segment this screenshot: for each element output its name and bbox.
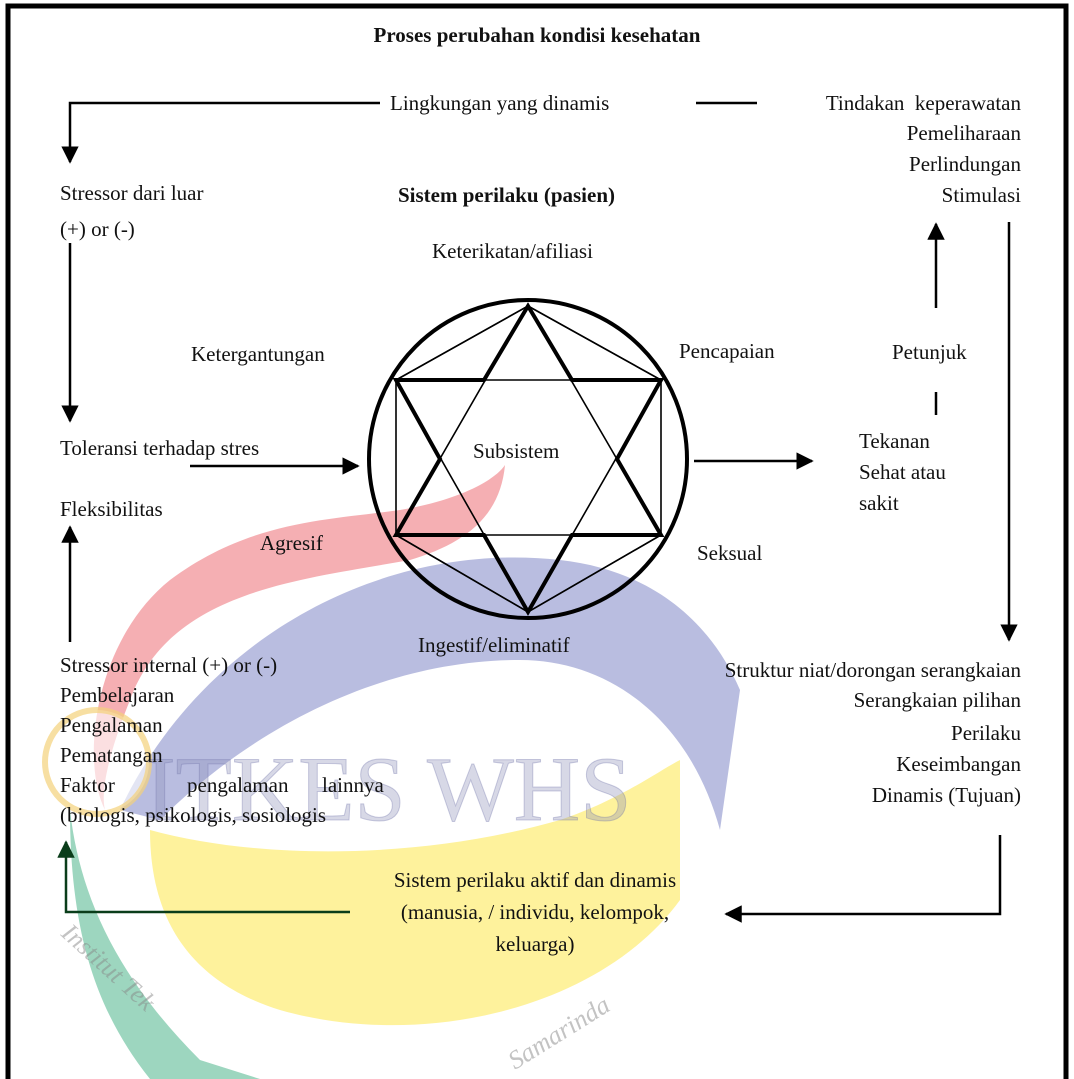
- nursing-action-line-1: Tindakan keperawatan: [825, 91, 1021, 115]
- triangle-up: [394, 304, 663, 536]
- flexibility-label: Fleksibilitas: [60, 497, 163, 521]
- structure-line-1: Struktur niat/dorongan serangkaian: [724, 658, 1021, 682]
- logo-watermark-text: ITKES WHS: [145, 738, 631, 840]
- subsystem-star: [367, 298, 689, 620]
- subsystem-circle: [367, 298, 689, 620]
- internal-maturation: Pematangan: [60, 743, 163, 767]
- subsystem-bottom-label: Ingestif/eliminatif: [418, 633, 570, 657]
- logo-blue-band: [120, 557, 740, 830]
- external-stressor-label: Stressor dari luar: [60, 181, 204, 205]
- outer-frame: [5, 3, 1069, 1079]
- pressure-line-1: Tekanan: [859, 429, 930, 453]
- logo-red-flame: [93, 465, 505, 810]
- internal-experience: Pengalaman: [60, 713, 163, 737]
- subsystem-upper-left-label: Ketergantungan: [191, 342, 325, 366]
- subsystem-lower-left-label: Agresif: [260, 531, 323, 555]
- internal-learning: Pembelajaran: [60, 683, 175, 707]
- internal-other-factor-3: lainnya: [322, 773, 384, 797]
- nursing-action-line-4: Stimulasi: [941, 183, 1021, 207]
- logo-yellow-band: [150, 760, 680, 1026]
- nursing-action-line-3: Perlindungan: [909, 152, 1021, 176]
- arrow-active-system-to-internal: [57, 840, 350, 914]
- external-stressor-sign: (+) or (-): [60, 217, 135, 241]
- internal-factor-types: (biologis, psikologis, sosiologis: [60, 803, 327, 827]
- pressure-line-3: sakit: [859, 491, 899, 515]
- triangle-down: [394, 379, 663, 614]
- subsystem-center-label: Subsistem: [473, 439, 560, 463]
- internal-other-factor-2: pengalaman: [187, 773, 289, 797]
- internal-other-factor-1: Faktor: [60, 773, 115, 797]
- subsystem-upper-right-label: Pencapaian: [679, 339, 775, 363]
- arrow-structure-to-active-system: [724, 835, 1002, 923]
- pressure-line-2: Sehat atau: [859, 460, 946, 484]
- tolerance-label: Toleransi terhadap stres: [60, 436, 260, 460]
- arrow-environment-to-stressor: [61, 101, 380, 164]
- active-system-line-1: Sistem perilaku aktif dan dinamis: [393, 868, 677, 892]
- logo-globe: [42, 707, 152, 817]
- active-system-line-3: keluarga): [495, 932, 575, 956]
- subsystem-top-label: Keterikatan/afiliasi: [432, 239, 593, 263]
- center-title: Sistem perilaku (pasien): [398, 183, 616, 207]
- environment-label: Lingkungan yang dinamis: [390, 91, 610, 115]
- structure-line-4: Keseimbangan: [896, 752, 1021, 776]
- guidance-label: Petunjuk: [892, 340, 967, 364]
- structure-line-3: Perilaku: [951, 721, 1021, 745]
- diagram-title: Proses perubahan kondisi kesehatan: [373, 23, 701, 47]
- internal-stressor-label: Stressor internal (+) or (-): [60, 653, 278, 677]
- active-system-line-2: (manusia, / individu, kelompok,: [400, 900, 670, 924]
- structure-line-5: Dinamis (Tujuan): [871, 783, 1021, 807]
- logo-green-band: [70, 810, 260, 1079]
- nursing-action-line-2: Pemeliharaan: [906, 121, 1021, 145]
- structure-line-2: Serangkaian pilihan: [853, 688, 1021, 712]
- subsystem-lower-right-label: Seksual: [697, 541, 763, 565]
